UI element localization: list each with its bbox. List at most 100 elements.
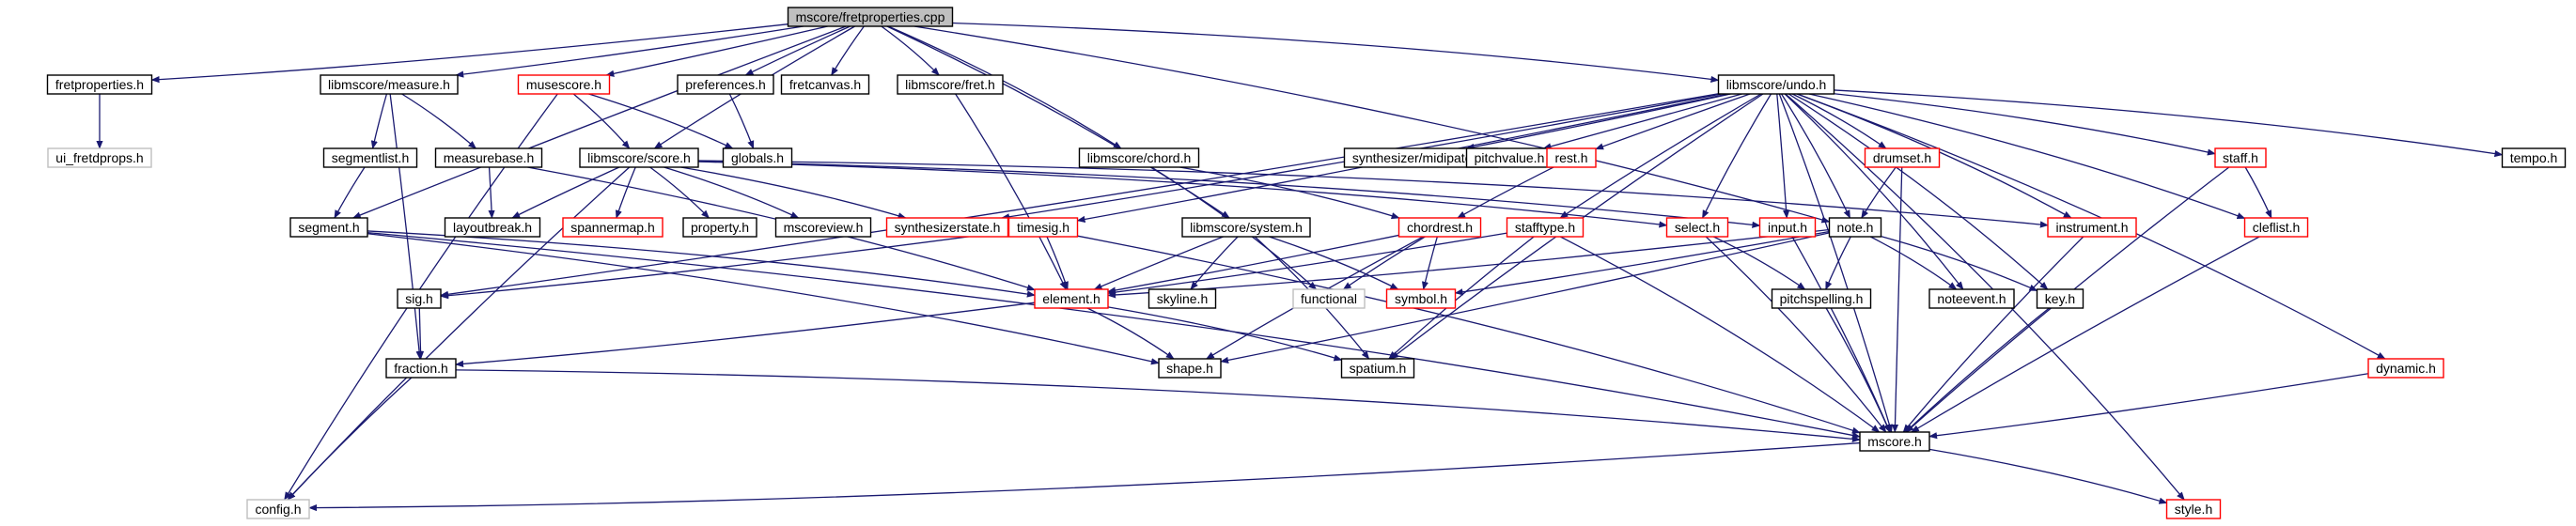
edge-stafftype-h-to-spatium-h xyxy=(1388,236,1535,360)
node-tempo-h[interactable]: tempo.h xyxy=(2501,147,2567,168)
node-label: pitchvalue.h xyxy=(1475,150,1545,165)
edge-drumset-h-to-mscore-h xyxy=(1891,166,1903,433)
edge-score-h-to-instrument-h xyxy=(697,160,2049,228)
node-box xyxy=(1771,288,1872,309)
node-label: globals.h xyxy=(731,150,784,165)
node-sig-h[interactable]: sig.h xyxy=(397,288,442,309)
node-timesig-h[interactable]: timesig.h xyxy=(1007,217,1079,238)
node-score-h[interactable]: libmscore/score.h xyxy=(579,147,699,168)
node-label: libmscore/undo.h xyxy=(1726,77,1827,92)
edge-undo-h-to-rest-h xyxy=(1595,93,1751,150)
edge-score-h-to-layoutbreak-h xyxy=(511,166,620,219)
node-spannermap-h[interactable]: spannermap.h xyxy=(562,217,664,238)
node-label: skyline.h xyxy=(1157,291,1208,306)
node-pitchspelling-h[interactable]: pitchspelling.h xyxy=(1771,288,1872,309)
node-symbol-h[interactable]: symbol.h xyxy=(1385,288,1457,309)
node-chord-h[interactable]: libmscore/chord.h xyxy=(1078,147,1200,168)
node-input-h[interactable]: input.h xyxy=(1758,217,1817,238)
node-root[interactable]: mscore/fretproperties.cpp xyxy=(787,7,954,27)
node-preferences-h[interactable]: preferences.h xyxy=(677,74,774,95)
node-label: spannermap.h xyxy=(570,220,655,235)
edge-root-to-preferences-h xyxy=(744,25,851,76)
node-box xyxy=(322,147,418,168)
node-box xyxy=(46,74,153,95)
node-box xyxy=(1397,217,1482,238)
edge-timesig-h-to-sig-h xyxy=(440,230,1009,300)
node-property-h[interactable]: property.h xyxy=(682,217,757,238)
node-noteevent-h[interactable]: noteevent.h xyxy=(1928,288,2015,309)
node-note-h[interactable]: note.h xyxy=(1828,217,1882,238)
edge-fret-h-to-element-h xyxy=(955,93,1067,290)
node-label: layoutbreak.h xyxy=(453,220,532,235)
node-box xyxy=(774,217,872,238)
node-shape-h[interactable]: shape.h xyxy=(1158,358,1222,379)
node-undo-h[interactable]: libmscore/undo.h xyxy=(1717,74,1835,95)
node-pitchvalue-h[interactable]: pitchvalue.h xyxy=(1465,147,1553,168)
node-spatium-h[interactable]: spatium.h xyxy=(1340,358,1415,379)
node-globals-h[interactable]: globals.h xyxy=(722,147,793,168)
node-segment-h[interactable]: segment.h xyxy=(289,217,368,238)
node-chordrest-h[interactable]: chordrest.h xyxy=(1397,217,1482,238)
edge-system-h-to-symbol-h xyxy=(1269,236,1399,290)
node-fretcanvas-h[interactable]: fretcanvas.h xyxy=(780,74,870,95)
node-label: mscore/fretproperties.cpp xyxy=(796,9,945,24)
node-musescore-h[interactable]: musescore.h xyxy=(517,74,611,95)
edge-measure-h-to-fraction-h xyxy=(389,93,423,360)
edge-root-to-segment-h xyxy=(351,25,847,219)
node-rest-h[interactable]: rest.h xyxy=(1546,147,1597,168)
node-box xyxy=(1078,147,1200,168)
node-label: libmscore/system.h xyxy=(1190,220,1303,235)
node-layoutbreak-h[interactable]: layoutbreak.h xyxy=(444,217,541,238)
node-staff-h[interactable]: staff.h xyxy=(2214,147,2267,168)
edge-undo-h-to-midipatch-h xyxy=(1465,93,1731,150)
node-box xyxy=(677,74,774,95)
node-label: instrument.h xyxy=(2055,220,2128,235)
node-box xyxy=(1158,358,1222,379)
node-select-h[interactable]: select.h xyxy=(1665,217,1729,238)
node-label: pitchspelling.h xyxy=(1780,291,1864,306)
node-box xyxy=(1007,217,1079,238)
node-label: fretproperties.h xyxy=(55,77,144,92)
node-label: style.h xyxy=(2175,502,2212,517)
node-mscore-h[interactable]: mscore.h xyxy=(1859,431,1930,452)
edge-measurebase-h-to-layoutbreak-h xyxy=(488,166,495,219)
node-measure-h[interactable]: libmscore/measure.h xyxy=(320,74,459,95)
node-label: symbol.h xyxy=(1395,291,1447,306)
edge-segment-h-to-mscore-h xyxy=(367,231,1861,439)
node-drumset-h[interactable]: drumset.h xyxy=(1864,147,1941,168)
node-element-h[interactable]: element.h xyxy=(1034,288,1109,309)
edge-pitchspelling-h-to-mscore-h xyxy=(1825,307,1891,433)
edge-root-to-measure-h xyxy=(455,25,804,78)
node-stafftype-h[interactable]: stafftype.h xyxy=(1506,217,1585,238)
node-key-h[interactable]: key.h xyxy=(2036,288,2084,309)
edge-measure-h-to-segmentlist-h xyxy=(370,93,388,149)
edge-element-h-to-shape-h xyxy=(1086,307,1175,360)
node-box xyxy=(1147,288,1217,309)
node-label: shape.h xyxy=(1166,361,1213,376)
node-box xyxy=(787,7,954,27)
node-cleflist-h[interactable]: cleflist.h xyxy=(2243,217,2309,238)
node-mscoreview-h[interactable]: mscoreview.h xyxy=(774,217,872,238)
node-box xyxy=(2214,147,2267,168)
node-skyline-h[interactable]: skyline.h xyxy=(1147,288,1217,309)
node-dynamic-h[interactable]: dynamic.h xyxy=(2367,358,2444,379)
node-system-h[interactable]: libmscore/system.h xyxy=(1181,217,1311,238)
node-midipatch-h[interactable]: synthesizer/midipatch.h xyxy=(1343,147,1499,168)
node-synthesizerstate-h[interactable]: synthesizerstate.h xyxy=(885,217,1009,238)
node-box xyxy=(397,288,442,309)
node-functional: functional xyxy=(1292,288,1366,309)
edge-root-to-note-h xyxy=(913,25,1831,224)
node-instrument-h[interactable]: instrument.h xyxy=(2047,217,2137,238)
node-segmentlist-h[interactable]: segmentlist.h xyxy=(322,147,418,168)
edge-measure-h-to-measurebase-h xyxy=(401,93,477,149)
node-label: cleflist.h xyxy=(2253,220,2301,235)
node-label: mscore.h xyxy=(1867,434,1922,449)
node-fret-h[interactable]: libmscore/fret.h xyxy=(897,74,1004,95)
node-box xyxy=(2047,217,2137,238)
node-label: select.h xyxy=(1675,220,1720,235)
node-fretproperties-h[interactable]: fretproperties.h xyxy=(46,74,153,95)
edge-score-h-to-input-h xyxy=(697,161,1761,228)
node-style-h[interactable]: style.h xyxy=(2165,499,2222,519)
node-fraction-h[interactable]: fraction.h xyxy=(385,358,457,379)
node-measurebase-h[interactable]: measurebase.h xyxy=(434,147,543,168)
